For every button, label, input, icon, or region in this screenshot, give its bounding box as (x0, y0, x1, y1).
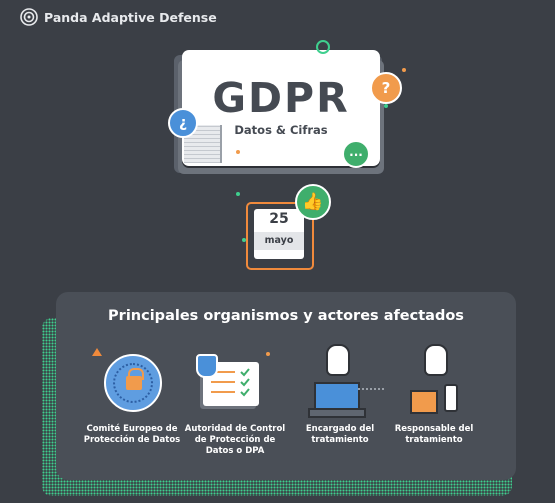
actor-label-3-line2: tratamiento (311, 435, 369, 445)
lock-icon (126, 376, 142, 390)
eu-stars-ring (113, 363, 153, 403)
person-icon (424, 344, 448, 376)
calendar-month: mayo (254, 232, 304, 250)
actor-label-1-line1: Comité Europeo de (86, 424, 178, 434)
actor-label-4-line2: tratamiento (405, 435, 463, 445)
actor-label-4: Responsable del tratamiento (384, 424, 484, 446)
laptop-base (308, 408, 366, 418)
shield-lock-icon (196, 354, 218, 378)
actor-label-1: Comité Europeo de Protección de Datos (74, 424, 190, 446)
person-icon (326, 344, 350, 376)
decor-dot (236, 192, 240, 196)
thumbs-up-icon: 👍 (295, 184, 331, 220)
decor-dot (402, 68, 406, 72)
gdpr-title: GDPR (212, 74, 350, 122)
brand-name: Panda Adaptive Defense (44, 9, 217, 25)
decor-dot (384, 104, 388, 108)
ring-decoration-icon (316, 40, 330, 54)
actor-label-2-line1: Autoridad de Control (184, 424, 286, 434)
triangle-decoration-icon (92, 348, 102, 356)
gdpr-subtitle: Datos & Cifras (234, 123, 328, 137)
actor-label-3-line1: Encargado del (305, 424, 375, 434)
actor-label-3: Encargado del tratamiento (290, 424, 390, 446)
actor-label-2-line3: Datos o DPA (205, 446, 265, 456)
brand-header: Panda Adaptive Defense (20, 8, 217, 26)
chat-bubble-icon: ... (342, 140, 370, 168)
actor-label-2: Autoridad de Control de Protección de Da… (180, 424, 290, 457)
bottle-icon (444, 384, 458, 412)
actor-label-1-line2: Protección de Datos (83, 435, 181, 445)
question-icon: ? (370, 72, 402, 104)
lock-shackle (128, 368, 144, 380)
question-open-icon: ¿ (168, 108, 198, 138)
decor-dot (236, 150, 240, 154)
checklist-lines (211, 368, 250, 397)
decor-dot (242, 238, 246, 242)
actor-label-4-line1: Responsable del (394, 424, 474, 434)
dotted-line (358, 388, 384, 390)
section-title: Principales organismos y actores afectad… (108, 308, 464, 324)
calendar-frame (246, 202, 314, 270)
folder-icon (410, 390, 438, 414)
calendar-day: 25 (269, 211, 289, 227)
panda-logo-icon (20, 8, 38, 26)
actor-label-2-line2: de Protección de (194, 435, 276, 445)
decor-dot (266, 352, 270, 356)
